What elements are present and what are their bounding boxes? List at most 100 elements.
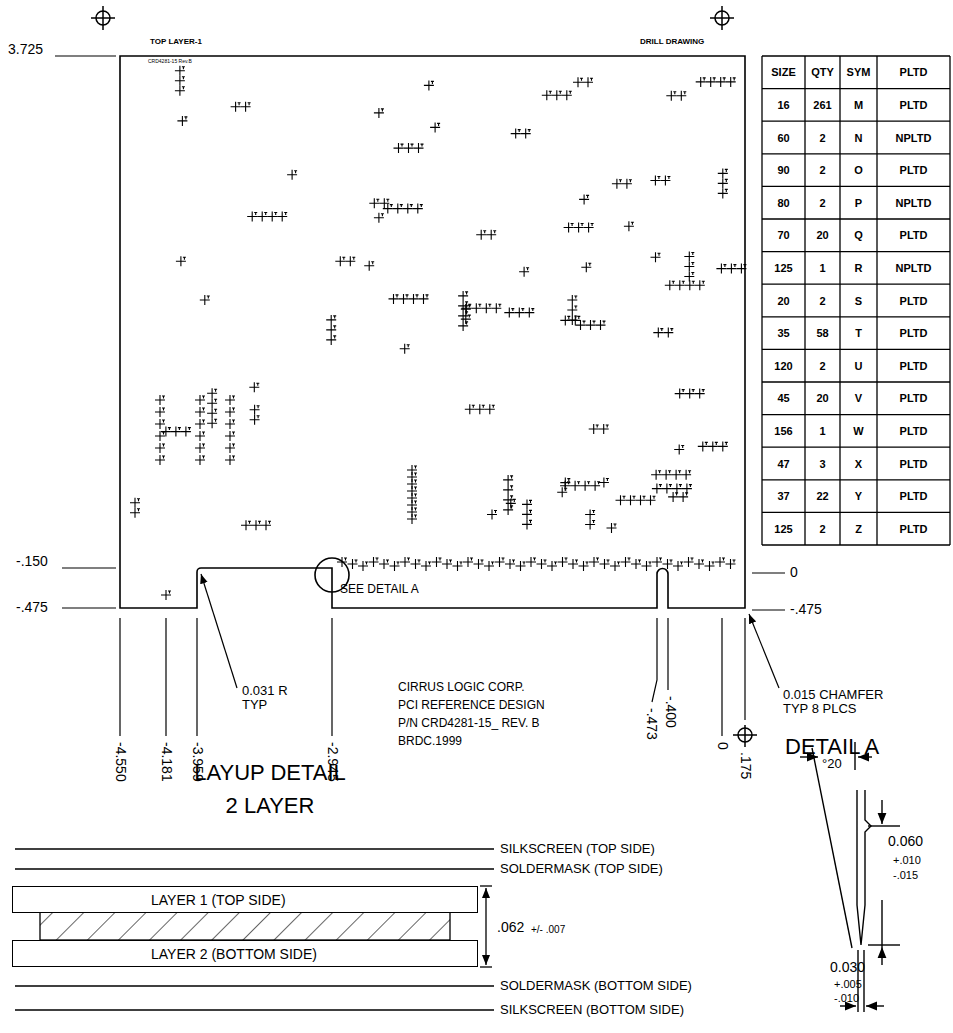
drill-cross xyxy=(369,557,379,567)
drill-symbol xyxy=(698,441,708,451)
drill-cross xyxy=(326,335,336,345)
drill-cross xyxy=(660,176,670,186)
drill-symbol xyxy=(195,419,205,429)
drill-cross xyxy=(671,470,681,480)
drill-cross xyxy=(326,315,336,325)
drill-symbol xyxy=(675,389,685,399)
drill-cross xyxy=(570,481,580,491)
drill-cross xyxy=(584,223,594,233)
drill-symbol xyxy=(599,424,609,434)
drill-cross xyxy=(567,295,577,305)
drill-symbol xyxy=(715,557,725,567)
drill-symbol xyxy=(621,557,631,567)
drill-symbol xyxy=(503,505,513,515)
drill-cross xyxy=(682,484,692,494)
drill-symbol xyxy=(705,561,715,571)
drill-symbol xyxy=(400,344,410,354)
drill-cross xyxy=(175,76,185,86)
drill-cross xyxy=(225,455,235,465)
drill-symbol xyxy=(390,561,400,571)
drill-cross xyxy=(607,523,617,533)
drill-cross xyxy=(358,561,368,571)
drill-cross xyxy=(176,256,186,266)
drill-cross xyxy=(399,294,409,304)
board-outline xyxy=(120,56,745,608)
drill-symbol xyxy=(394,143,404,153)
drill-table xyxy=(762,56,950,545)
drill-cross xyxy=(250,415,260,425)
drill-cross xyxy=(684,272,694,282)
note-text: -.475 xyxy=(790,602,822,617)
drill-cross xyxy=(505,559,515,569)
drill-cross xyxy=(718,168,728,178)
drill-cross xyxy=(207,398,217,408)
board-edge xyxy=(120,56,745,608)
table-cell: 261 xyxy=(813,99,831,111)
table-cell: 1 xyxy=(819,262,825,274)
drill-symbol xyxy=(663,328,673,338)
drill-cross xyxy=(503,475,513,485)
drill-cross xyxy=(718,178,728,188)
drill-symbol xyxy=(573,77,583,87)
drill-symbol xyxy=(547,561,557,571)
drill-symbol xyxy=(684,557,694,567)
drill-symbol xyxy=(646,495,656,505)
drill-symbol xyxy=(155,443,165,453)
drill-symbol xyxy=(175,66,185,76)
drill-cross xyxy=(706,77,716,87)
drill-cross xyxy=(400,344,410,354)
drill-symbol xyxy=(663,559,673,569)
drill-cross xyxy=(519,267,529,277)
drill-symbol xyxy=(674,445,684,455)
drill-symbol xyxy=(567,295,577,305)
table-cell: 90 xyxy=(777,164,789,176)
drill-cross xyxy=(585,510,595,520)
drill-symbol xyxy=(369,557,379,567)
drill-symbol xyxy=(484,561,494,571)
drill-cross xyxy=(568,559,578,569)
drill-cross xyxy=(579,194,589,204)
drill-cross xyxy=(379,559,389,569)
drill-cross xyxy=(522,499,532,509)
drill-cross xyxy=(715,557,725,567)
drill-cross xyxy=(249,382,259,392)
drill-symbol xyxy=(636,495,646,505)
table-cell: NPLTD xyxy=(896,131,932,143)
layup-lines xyxy=(15,849,494,1010)
drill-symbol xyxy=(430,122,440,132)
note-text: 2 LAYER xyxy=(226,794,315,818)
drill-symbol xyxy=(225,443,235,453)
drill-cross xyxy=(195,431,205,441)
table-cell: X xyxy=(855,457,862,469)
drill-symbol xyxy=(474,559,484,569)
drill-symbol xyxy=(495,557,505,567)
drill-cross xyxy=(411,559,421,569)
drill-symbol xyxy=(684,272,694,282)
table-cell: 125 xyxy=(774,262,792,274)
drill-symbol xyxy=(521,129,531,139)
drill-cross xyxy=(487,510,497,520)
drill-symbol xyxy=(706,77,716,87)
drill-symbol xyxy=(241,520,251,530)
drill-cross xyxy=(624,221,634,231)
drill-cross xyxy=(695,280,705,290)
drill-cross xyxy=(130,508,140,518)
drill-symbol xyxy=(207,408,217,418)
table-cell: U xyxy=(855,360,863,372)
drill-symbol xyxy=(413,204,423,214)
drill-cross xyxy=(225,419,235,429)
drill-symbol xyxy=(524,308,534,318)
drill-cross xyxy=(564,223,574,233)
drill-cross xyxy=(718,188,728,198)
table-cell: 3 xyxy=(819,457,825,469)
drill-symbol xyxy=(579,561,589,571)
dimension-text: -.400 xyxy=(662,696,677,728)
drill-cross xyxy=(474,559,484,569)
table-cell: 2 xyxy=(819,360,825,372)
drill-symbol xyxy=(421,561,431,571)
drill-cross xyxy=(486,230,496,240)
drill-cross xyxy=(653,328,663,338)
drill-symbol xyxy=(442,559,452,569)
table-cell: 2 xyxy=(819,523,825,535)
drill-symbol xyxy=(491,303,501,313)
